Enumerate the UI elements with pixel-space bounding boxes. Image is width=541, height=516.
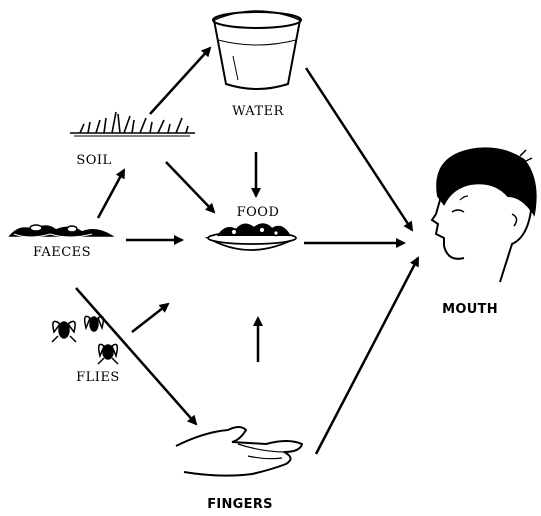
label-mouth: MOUTH (442, 302, 498, 317)
label-water: WATER (232, 104, 284, 119)
label-food: FOOD (237, 205, 280, 220)
label-flies: FLIES (76, 370, 120, 385)
label-faeces: FAECES (33, 245, 91, 260)
label-fingers: FINGERS (207, 497, 273, 512)
open-hand-icon (176, 427, 302, 476)
arrow-faeces-to-fingers (76, 288, 196, 424)
label-soil: SOIL (76, 153, 111, 168)
arrow-faeces-to-soil (98, 170, 124, 218)
arrow-flies-to-food (132, 304, 168, 332)
arrow-water-to-mouth (306, 68, 412, 230)
food-bowl-icon (208, 224, 296, 250)
arrow-fingers-to-mouth (316, 258, 418, 454)
grass-soil-icon (70, 112, 195, 136)
bucket-icon (213, 11, 301, 89)
child-head-icon (432, 148, 536, 282)
arrow-soil-to-food (166, 162, 214, 212)
arrow-soil-to-water (150, 48, 210, 114)
faeces-icon (10, 225, 112, 237)
